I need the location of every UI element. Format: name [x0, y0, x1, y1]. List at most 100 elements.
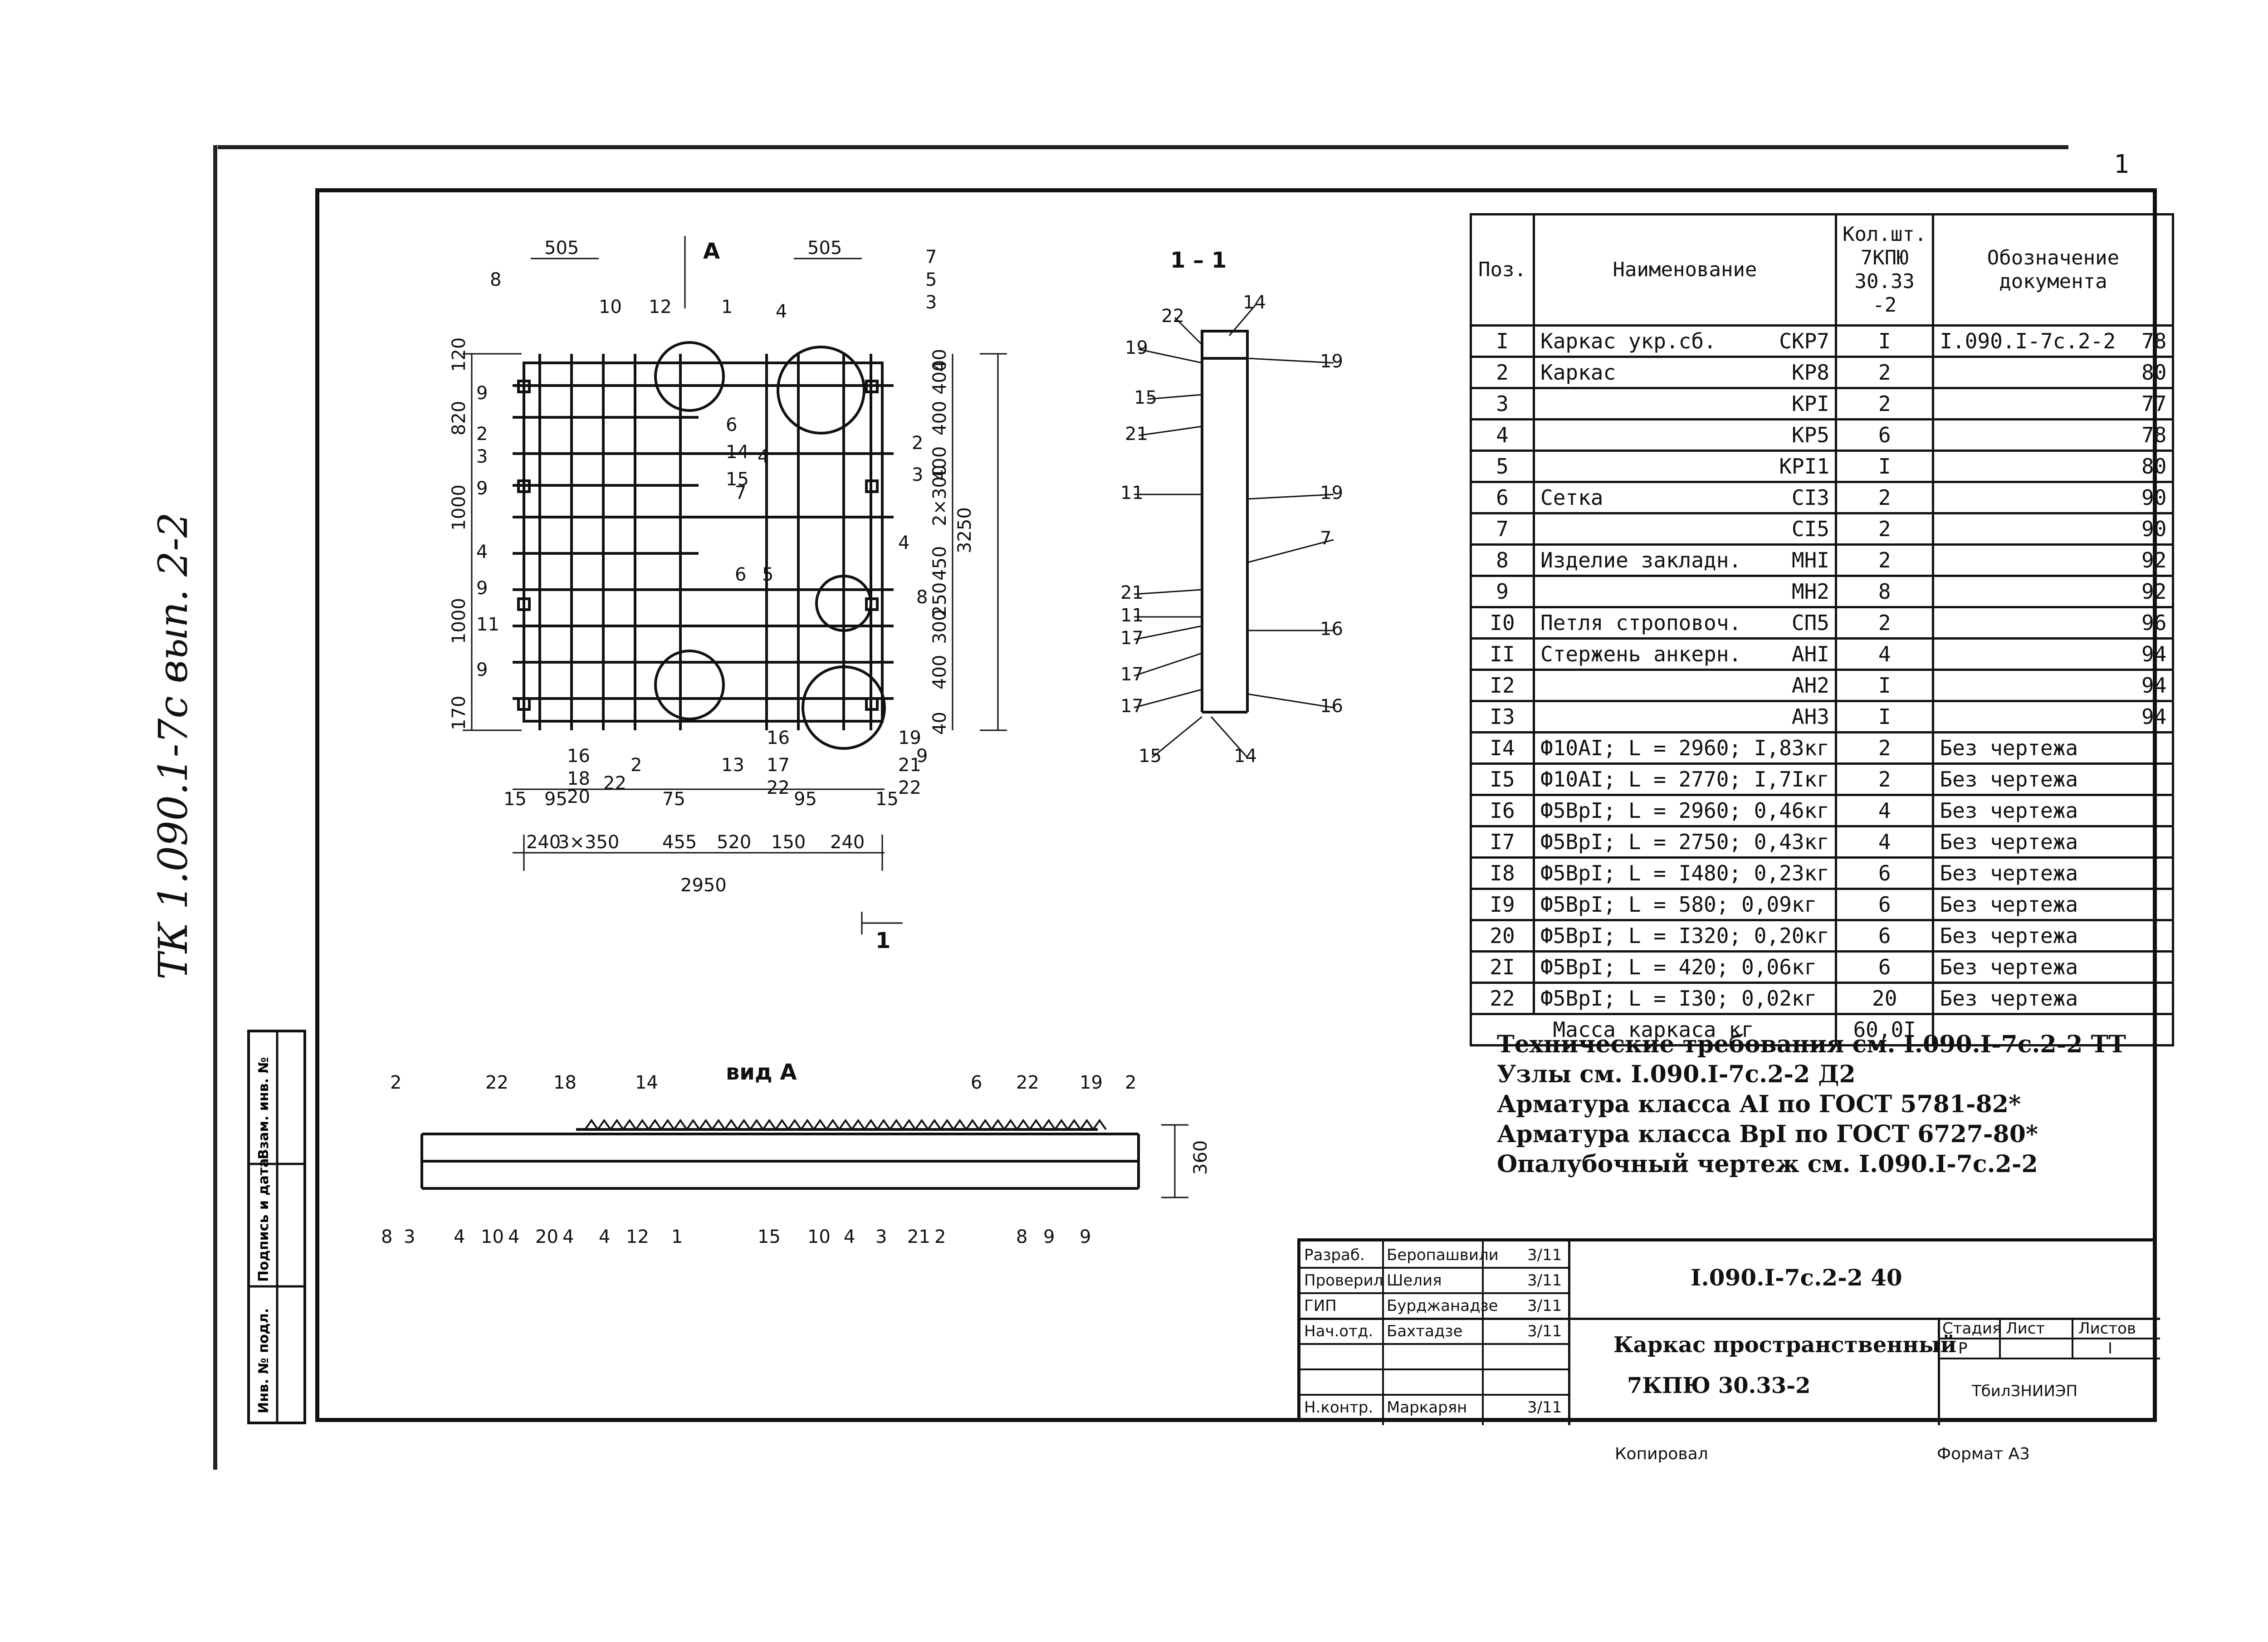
- section-callout: 16: [1320, 619, 1343, 640]
- spec-mark: КР5: [1791, 423, 1829, 447]
- title-block-role: ГИП: [1304, 1297, 1337, 1315]
- spec-doc: Без чертежа: [1940, 955, 2078, 979]
- spec-page: 90: [2141, 485, 2167, 510]
- mesh-tooth: [1067, 1119, 1081, 1130]
- plan-callout: 11: [476, 614, 499, 635]
- dim-small-2: 75: [662, 789, 685, 810]
- spec-name-cell: Ф5ВрI; L = 2960; 0,46кг: [1533, 794, 1837, 827]
- mesh-tooth: [635, 1119, 650, 1130]
- view-a-bottom-callout: 20: [535, 1227, 558, 1247]
- spec-doc-cell: 96: [1932, 606, 2175, 640]
- spec-doc-cell: 90: [1932, 512, 2175, 546]
- spec-doc: Без чертежа: [1940, 767, 2078, 792]
- title-block: I.090.I-7с.2-2 40 Каркас пространственны…: [1297, 1238, 2160, 1425]
- view-a-bottom-callout: 4: [454, 1227, 465, 1247]
- section-callout: 17: [1120, 628, 1144, 649]
- spec-pos: I4: [1470, 731, 1535, 765]
- title-line-2: 7КПЮ 30.33-2: [1627, 1373, 1811, 1398]
- spec-name: Ф10АI; L = 2770; I,7Iкг: [1540, 767, 1829, 792]
- mesh-tooth: [1016, 1119, 1031, 1130]
- side-stamp-grid: Инв. № подл. Подпись и дата Взам. инв. №: [250, 1032, 303, 1422]
- sheets-label: Листов: [2078, 1319, 2136, 1338]
- spec-qty: 4: [1834, 794, 1935, 827]
- header-qty: Кол.шт. 7КПЮ 30.33 -2: [1834, 213, 1935, 327]
- format-label: Формат А3: [1937, 1445, 2030, 1463]
- spec-pos: 22: [1470, 982, 1535, 1015]
- spec-header-row: Поз. Наименование Кол.шт. 7КПЮ 30.33 -2 …: [1470, 213, 2175, 327]
- spec-name-cell: Ф10АI; L = 2960; I,83кг: [1533, 731, 1837, 765]
- header-name: Наименование: [1533, 213, 1837, 327]
- section-leader: [1152, 716, 1202, 758]
- plan-callout: 22: [603, 773, 626, 794]
- dim-bottom-4: 150: [771, 832, 806, 853]
- plan-callout: 7: [735, 483, 746, 503]
- section-leader: [1134, 625, 1202, 640]
- spec-pos: 6: [1470, 481, 1535, 514]
- dim-right-8: 400: [929, 655, 950, 689]
- mesh-tooth: [1041, 1119, 1056, 1130]
- spec-name: Ф5ВрI; L = I480; 0,23кг: [1540, 861, 1829, 885]
- mesh-tooth: [889, 1119, 904, 1130]
- spec-page: 92: [2141, 579, 2167, 604]
- spec-name-cell: Стержень анкерн.АНI: [1533, 637, 1837, 671]
- spec-qty: I: [1834, 700, 1935, 733]
- mesh-tooth: [940, 1119, 954, 1130]
- spec-qty: 6: [1834, 950, 1935, 984]
- spec-doc-cell: Без чертежа: [1932, 919, 2175, 953]
- spec-page: 80: [2141, 454, 2167, 479]
- dim-left-3: 1000: [449, 598, 469, 644]
- dim-bottom-1: 3×350: [558, 832, 619, 853]
- spec-name: Сетка: [1540, 485, 1603, 510]
- mesh-tooth: [724, 1119, 738, 1130]
- view-a-bottom-callout: 8: [1016, 1227, 1027, 1247]
- spec-page: 80: [2141, 360, 2167, 385]
- section-leader: [1147, 394, 1202, 400]
- view-a-bottom-callout: 1: [671, 1227, 683, 1247]
- mesh-tooth: [1054, 1119, 1069, 1130]
- view-a-top-callout: 2: [1125, 1072, 1136, 1093]
- dim-right-0: 40: [929, 349, 950, 372]
- title-block-date: 3/11: [1527, 1322, 1562, 1340]
- plan-view-drawing: А 1 505 505 3250 2950 12082010001000170 …: [449, 236, 1007, 953]
- spec-doc-cell: Без чертежа: [1932, 950, 2175, 984]
- stage-label: Стадия: [1942, 1319, 2002, 1338]
- mesh-tooth: [864, 1119, 878, 1130]
- spec-qty: 2: [1834, 481, 1935, 514]
- total-doc-empty: [1932, 1013, 2175, 1046]
- side-stamp-cell-2: Взам. инв. №: [256, 1057, 272, 1159]
- dim-bottom-0: 240: [526, 832, 561, 853]
- spec-name: Изделие закладн.: [1540, 548, 1742, 572]
- outer-frame-left: [213, 145, 217, 1470]
- spec-pos: I5: [1470, 762, 1535, 796]
- title-block-date: 3/11: [1527, 1246, 1562, 1264]
- dim-right-2: 400: [929, 401, 950, 435]
- spec-doc: Без чертежа: [1940, 986, 2078, 1011]
- total-label: Масса каркаса кг: [1470, 1013, 1837, 1046]
- spec-qty: I: [1834, 669, 1935, 702]
- spec-doc-cell: 94: [1932, 700, 2175, 733]
- plan-callout: 5: [925, 269, 937, 290]
- stage-value: Р: [1958, 1339, 1968, 1358]
- plan-callout: 17: [767, 755, 790, 776]
- plan-callout: 2: [476, 424, 488, 445]
- view-a-bottom-callout: 8: [381, 1227, 392, 1247]
- mesh-tooth: [813, 1119, 827, 1130]
- dim-left-0: 120: [449, 337, 469, 372]
- plan-callout: 20: [567, 787, 590, 807]
- spec-name-cell: МН2: [1533, 575, 1837, 608]
- section-leader: [1138, 348, 1202, 364]
- mesh-tooth: [787, 1119, 802, 1130]
- plan-callout: 13: [721, 755, 744, 776]
- dim-left-4: 170: [449, 696, 469, 730]
- mesh-tooth: [800, 1119, 815, 1130]
- dim-right-6: 250: [929, 582, 950, 617]
- dim-right-7: 300: [929, 610, 950, 644]
